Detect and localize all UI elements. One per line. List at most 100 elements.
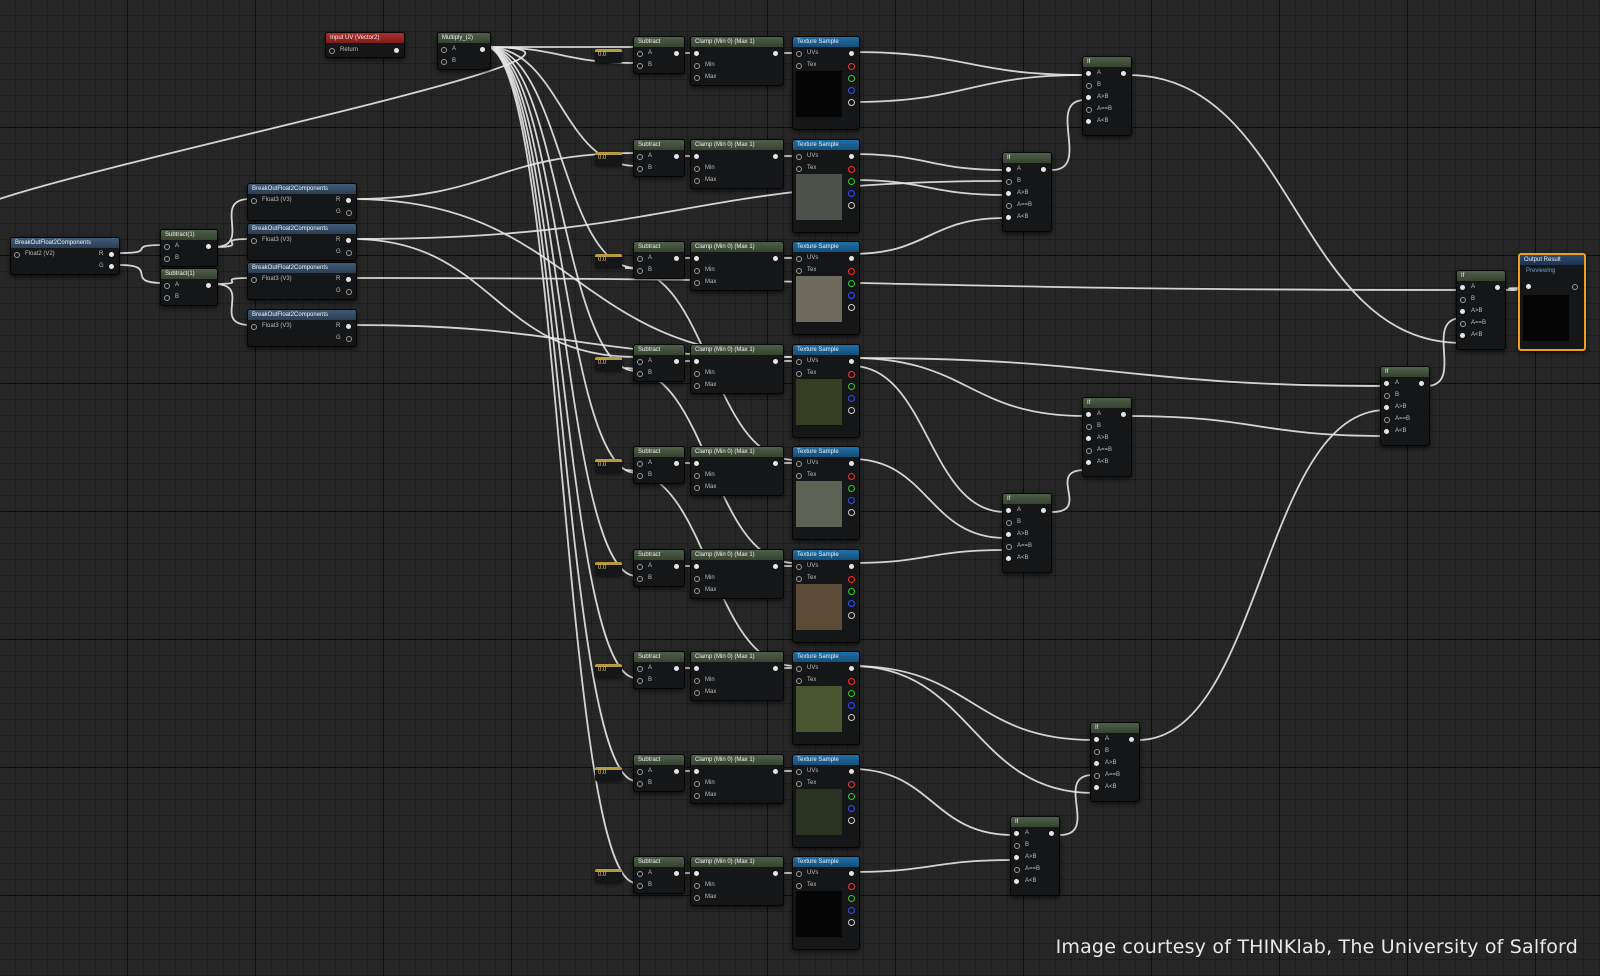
pin[interactable] xyxy=(773,564,778,569)
channel-pin[interactable] xyxy=(848,99,855,106)
pin[interactable] xyxy=(637,473,643,479)
pin[interactable] xyxy=(674,461,679,466)
pin[interactable] xyxy=(637,871,643,877)
pin[interactable] xyxy=(1094,737,1099,742)
pin[interactable] xyxy=(1014,843,1020,849)
pin[interactable] xyxy=(1006,520,1012,526)
pin[interactable] xyxy=(773,154,778,159)
channel-pin[interactable] xyxy=(848,817,855,824)
pin[interactable] xyxy=(773,871,778,876)
pin[interactable] xyxy=(796,473,802,479)
pin[interactable] xyxy=(164,256,170,262)
pin[interactable] xyxy=(251,324,257,330)
channel-pin[interactable] xyxy=(848,473,855,480)
channel-pin[interactable] xyxy=(848,793,855,800)
pin[interactable] xyxy=(694,871,699,876)
pin[interactable] xyxy=(694,51,699,56)
pin[interactable] xyxy=(637,576,643,582)
pin[interactable] xyxy=(1086,119,1091,124)
pin[interactable] xyxy=(1094,761,1099,766)
pin[interactable] xyxy=(1086,95,1091,100)
pin[interactable] xyxy=(637,769,643,775)
pin[interactable] xyxy=(637,256,643,262)
pin[interactable] xyxy=(694,883,700,889)
input-uv-node[interactable]: Input UV (Vector2)Return xyxy=(325,32,405,58)
pin[interactable] xyxy=(637,371,643,377)
pin[interactable] xyxy=(796,576,802,582)
channel-pin[interactable] xyxy=(848,690,855,697)
pin[interactable] xyxy=(1006,167,1011,172)
channel-pin[interactable] xyxy=(848,292,855,299)
pin[interactable] xyxy=(694,666,699,671)
pin[interactable] xyxy=(796,461,802,467)
pin[interactable] xyxy=(1014,879,1019,884)
pin[interactable] xyxy=(1006,215,1011,220)
pin[interactable] xyxy=(849,564,854,569)
channel-pin[interactable] xyxy=(848,678,855,685)
pin[interactable] xyxy=(1384,417,1390,423)
pin[interactable] xyxy=(694,473,700,479)
pin[interactable] xyxy=(1006,544,1012,550)
channel-pin[interactable] xyxy=(848,919,855,926)
channel-pin[interactable] xyxy=(848,178,855,185)
channel-pin[interactable] xyxy=(848,907,855,914)
pin[interactable] xyxy=(1460,309,1465,314)
pin[interactable] xyxy=(694,280,700,286)
pin[interactable] xyxy=(849,769,854,774)
channel-pin[interactable] xyxy=(848,280,855,287)
pin[interactable] xyxy=(329,48,335,54)
pin[interactable] xyxy=(796,883,802,889)
pin[interactable] xyxy=(164,244,170,250)
pin[interactable] xyxy=(694,769,699,774)
pin[interactable] xyxy=(1041,508,1046,513)
channel-pin[interactable] xyxy=(848,781,855,788)
pin[interactable] xyxy=(796,564,802,570)
pin[interactable] xyxy=(796,154,802,160)
pin[interactable] xyxy=(346,289,352,295)
pin[interactable] xyxy=(1086,460,1091,465)
pin[interactable] xyxy=(849,51,854,56)
pin[interactable] xyxy=(694,178,700,184)
pin[interactable] xyxy=(1460,297,1466,303)
channel-pin[interactable] xyxy=(848,202,855,209)
pin[interactable] xyxy=(1086,424,1092,430)
pin[interactable] xyxy=(637,268,643,274)
pin[interactable] xyxy=(849,666,854,671)
pin[interactable] xyxy=(1041,167,1046,172)
pin[interactable] xyxy=(694,371,700,377)
channel-pin[interactable] xyxy=(848,612,855,619)
pin[interactable] xyxy=(674,51,679,56)
pin[interactable] xyxy=(441,47,447,53)
pin[interactable] xyxy=(773,769,778,774)
channel-pin[interactable] xyxy=(848,407,855,414)
pin[interactable] xyxy=(346,324,351,329)
pin[interactable] xyxy=(694,383,700,389)
pin[interactable] xyxy=(637,883,643,889)
channel-pin[interactable] xyxy=(848,497,855,504)
pin[interactable] xyxy=(796,166,802,172)
pin[interactable] xyxy=(796,359,802,365)
pin[interactable] xyxy=(1094,773,1100,779)
pin[interactable] xyxy=(773,666,778,671)
pin[interactable] xyxy=(674,359,679,364)
pin[interactable] xyxy=(694,678,700,684)
channel-pin[interactable] xyxy=(848,805,855,812)
channel-pin[interactable] xyxy=(848,702,855,709)
pin[interactable] xyxy=(1014,867,1020,873)
pin[interactable] xyxy=(1094,749,1100,755)
